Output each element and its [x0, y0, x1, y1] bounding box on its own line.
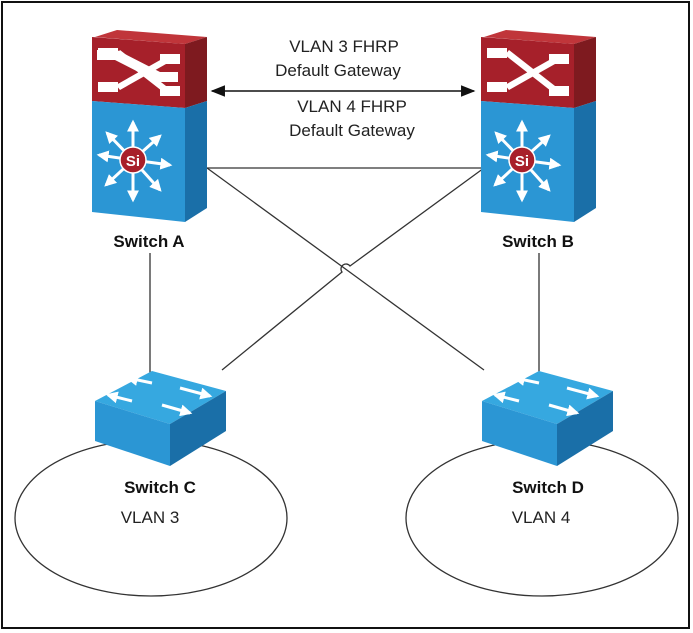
vlan3-fhrp-label: VLAN 3 FHRP — [289, 37, 399, 56]
si-badge: Si — [126, 153, 140, 170]
switch-c[interactable]: Switch C VLAN 3 — [95, 371, 226, 527]
vlan4-fhrp-label: VLAN 4 FHRP — [297, 97, 407, 116]
si-badge: Si — [515, 153, 529, 170]
multilayer-switch-icon: Si — [92, 30, 207, 222]
vlan4-label: VLAN 4 — [512, 508, 571, 527]
switch-d-label: Switch D — [512, 478, 584, 497]
vlan3-label: VLAN 3 — [121, 508, 180, 527]
access-switch-icon — [95, 371, 226, 466]
link-a-d — [206, 167, 485, 371]
switch-b[interactable]: Si Switch B — [481, 30, 596, 251]
switch-b-label: Switch B — [502, 232, 574, 251]
link-b-c — [221, 167, 485, 371]
switch-a-label: Switch A — [113, 232, 184, 251]
access-switch-icon — [482, 371, 613, 466]
switch-a[interactable]: Si Switch A — [92, 30, 207, 251]
vlan3-gateway-label: Default Gateway — [275, 61, 401, 80]
multilayer-switch-icon: Si — [481, 30, 596, 222]
vlan4-gateway-label: Default Gateway — [289, 121, 415, 140]
switch-c-label: Switch C — [124, 478, 196, 497]
switch-d[interactable]: Switch D VLAN 4 — [482, 371, 613, 527]
